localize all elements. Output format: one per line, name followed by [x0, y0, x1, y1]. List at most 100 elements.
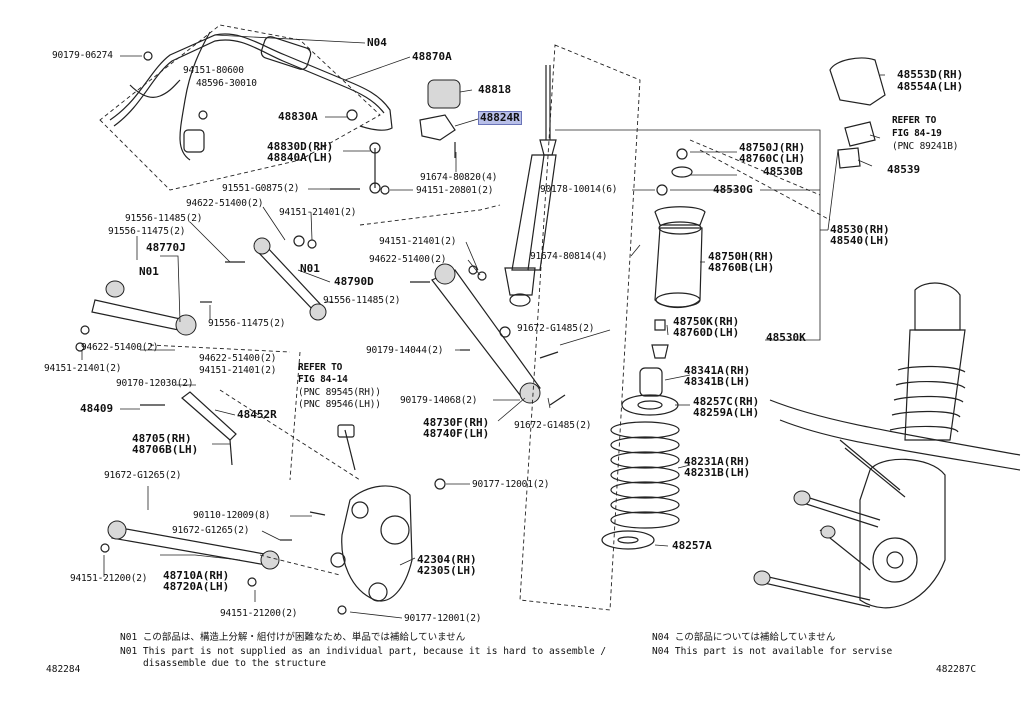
shock-absorber-drawing: [504, 65, 557, 307]
label-48231a-rh[interactable]: 48231A(RH): [684, 455, 751, 468]
label-91551-g0875[interactable]: 91551-G0875(2): [222, 183, 300, 194]
label-91556-11475-b[interactable]: 91556-11475(2): [208, 318, 286, 329]
label-48818[interactable]: 48818: [478, 83, 512, 96]
label-48706b-lh[interactable]: 48706B(LH): [132, 443, 199, 456]
note-n04-english: N04 This part is not available for servi…: [652, 646, 893, 657]
label-48530k[interactable]: 48530K: [766, 331, 806, 344]
label-91672-g1265-a[interactable]: 91672-G1265(2): [104, 470, 182, 481]
label-42305-lh[interactable]: 42305(LH): [417, 564, 477, 577]
label-94151-20801[interactable]: 94151-20801(2): [416, 185, 494, 196]
label-94151-21401-d[interactable]: 94151-21401(2): [379, 236, 457, 247]
assembly-guide-lines: [149, 44, 831, 611]
label-48341b-lh[interactable]: 48341B(LH): [684, 375, 751, 388]
note-n01-english-line2: disassemble due to the structure: [143, 658, 327, 669]
label-94151-21200-a[interactable]: 94151-21200(2): [70, 573, 148, 584]
label-pnc-89545[interactable]: (PNC 89545(RH)): [298, 387, 381, 398]
label-94151-80600[interactable]: 94151-80600: [183, 65, 244, 76]
label-48530-rh[interactable]: 48530(RH): [830, 223, 890, 236]
label-n04[interactable]: N04: [367, 36, 387, 49]
label-pnc-89241b[interactable]: (PNC 89241B): [892, 141, 959, 152]
label-refer-to-2: REFER TO: [892, 115, 937, 126]
label-94151-21200-b[interactable]: 94151-21200(2): [220, 608, 298, 619]
stabilizer-group-outline: [99, 24, 381, 191]
figure-id-right: 482287C: [936, 664, 977, 675]
label-94622-51400-a[interactable]: 94622-51400(2): [186, 198, 264, 209]
label-48750k-rh[interactable]: 48750K(RH): [673, 315, 740, 328]
stabilizer-bar-drawing: [109, 31, 461, 195]
label-48830d-rh[interactable]: 48830D(RH): [267, 140, 334, 153]
label-48452r[interactable]: 48452R: [237, 408, 277, 421]
label-48530g[interactable]: 48530G: [713, 183, 753, 196]
spring-stack-drawing: [601, 148, 706, 550]
label-91556-11485-a[interactable]: 91556-11485(2): [125, 213, 203, 224]
label-48409[interactable]: 48409: [80, 402, 114, 415]
label-91674-80820[interactable]: 91674-80820(4): [420, 172, 498, 183]
label-90110-12009[interactable]: 90110-12009(8): [193, 510, 271, 521]
label-48257a[interactable]: 48257A: [672, 539, 712, 552]
label-pnc-89546[interactable]: (PNC 89546(LH)): [298, 399, 381, 410]
label-refer-to-1: REFER TO: [298, 362, 343, 373]
note-n04-japanese: N04 この部品については補給していません: [652, 632, 836, 643]
label-48259a-lh[interactable]: 48259A(LH): [693, 406, 760, 419]
note-n01-japanese: N01 この部品は、構造上分解・組付けが困難なため、単品では補給していません: [120, 632, 466, 643]
label-90179-06274[interactable]: 90179-06274: [52, 50, 113, 61]
label-48720a-lh[interactable]: 48720A(LH): [163, 580, 230, 593]
label-48770j[interactable]: 48770J: [146, 241, 186, 254]
label-48341a-rh[interactable]: 48341A(RH): [684, 364, 751, 377]
label-n01-a[interactable]: N01: [139, 265, 159, 278]
label-94151-21401-c[interactable]: 94151-21401(2): [199, 365, 277, 376]
label-90179-14044[interactable]: 90179-14044(2): [366, 345, 444, 356]
label-91672-g1485-b[interactable]: 91672-G1485(2): [514, 420, 592, 431]
label-48790d[interactable]: 48790D: [334, 275, 374, 288]
label-48750j-rh[interactable]: 48750J(RH): [739, 141, 806, 154]
knuckle-drawing: [309, 424, 446, 615]
label-48710a-rh[interactable]: 48710A(RH): [163, 569, 230, 582]
suspension-arms-drawing: [75, 235, 566, 587]
upper-mount-drawing: [829, 57, 886, 169]
label-n01-b[interactable]: N01: [300, 262, 320, 275]
label-48824r[interactable]: 48824R: [478, 111, 522, 125]
label-90178-10014[interactable]: 90178-10014(6): [540, 184, 618, 195]
label-48750h-rh[interactable]: 48750H(RH): [708, 250, 775, 263]
label-48760d-lh[interactable]: 48760D(LH): [673, 326, 740, 339]
label-fig-84-14[interactable]: FIG 84-14: [298, 374, 348, 385]
label-90177-12001-a[interactable]: 90177-12001(2): [472, 479, 550, 490]
label-91556-11485-b[interactable]: 91556-11485(2): [323, 295, 401, 306]
label-48870a[interactable]: 48870A: [412, 50, 452, 63]
label-91672-g1485-a[interactable]: 91672-G1485(2): [517, 323, 595, 334]
label-91556-11475-a[interactable]: 91556-11475(2): [108, 226, 186, 237]
figure-id-left: 482284: [46, 664, 81, 675]
assembled-suspension-drawing: [753, 282, 1021, 609]
label-94151-21401-a[interactable]: 94151-21401(2): [279, 207, 357, 218]
label-91672-g1265-b[interactable]: 91672-G1265(2): [172, 525, 250, 536]
label-48530b[interactable]: 48530B: [763, 165, 803, 178]
leader-lines: [81, 34, 885, 619]
label-48539[interactable]: 48539: [887, 163, 921, 176]
label-94622-51400-c[interactable]: 94622-51400(2): [199, 353, 277, 364]
label-48257c-rh[interactable]: 48257C(RH): [693, 395, 760, 408]
label-48840a-lh[interactable]: 48840A(LH): [267, 151, 334, 164]
label-48830a[interactable]: 48830A: [278, 110, 318, 123]
label-48730f-rh[interactable]: 48730F(RH): [423, 416, 490, 429]
label-48231b-lh[interactable]: 48231B(LH): [684, 466, 751, 479]
note-n01-english-line1: N01 This part is not supplied as an indi…: [120, 646, 607, 657]
label-fig-84-19[interactable]: FIG 84-19: [892, 128, 942, 139]
label-48760b-lh[interactable]: 48760B(LH): [708, 261, 775, 274]
label-90177-12001-b[interactable]: 90177-12001(2): [404, 613, 482, 624]
label-90170-12030[interactable]: 90170-12030(2): [116, 378, 194, 389]
label-94622-51400-d[interactable]: 94622-51400(2): [369, 254, 447, 265]
label-90179-14068[interactable]: 90179-14068(2): [400, 395, 478, 406]
label-42304-rh[interactable]: 42304(RH): [417, 553, 477, 566]
label-48554a-lh[interactable]: 48554A(LH): [897, 80, 964, 93]
label-48760c-lh[interactable]: 48760C(LH): [739, 152, 806, 165]
label-94151-21401-b[interactable]: 94151-21401(2): [44, 363, 122, 374]
label-48740f-lh[interactable]: 48740F(LH): [423, 427, 490, 440]
label-48540-lh[interactable]: 48540(LH): [830, 234, 890, 247]
label-48705-rh[interactable]: 48705(RH): [132, 432, 192, 445]
label-48596-30010[interactable]: 48596-30010: [196, 78, 257, 89]
label-94622-51400-b[interactable]: 94622-51400(2): [81, 342, 159, 353]
label-91674-80814[interactable]: 91674-80814(4): [530, 251, 608, 262]
label-48553d-rh[interactable]: 48553D(RH): [897, 68, 964, 81]
